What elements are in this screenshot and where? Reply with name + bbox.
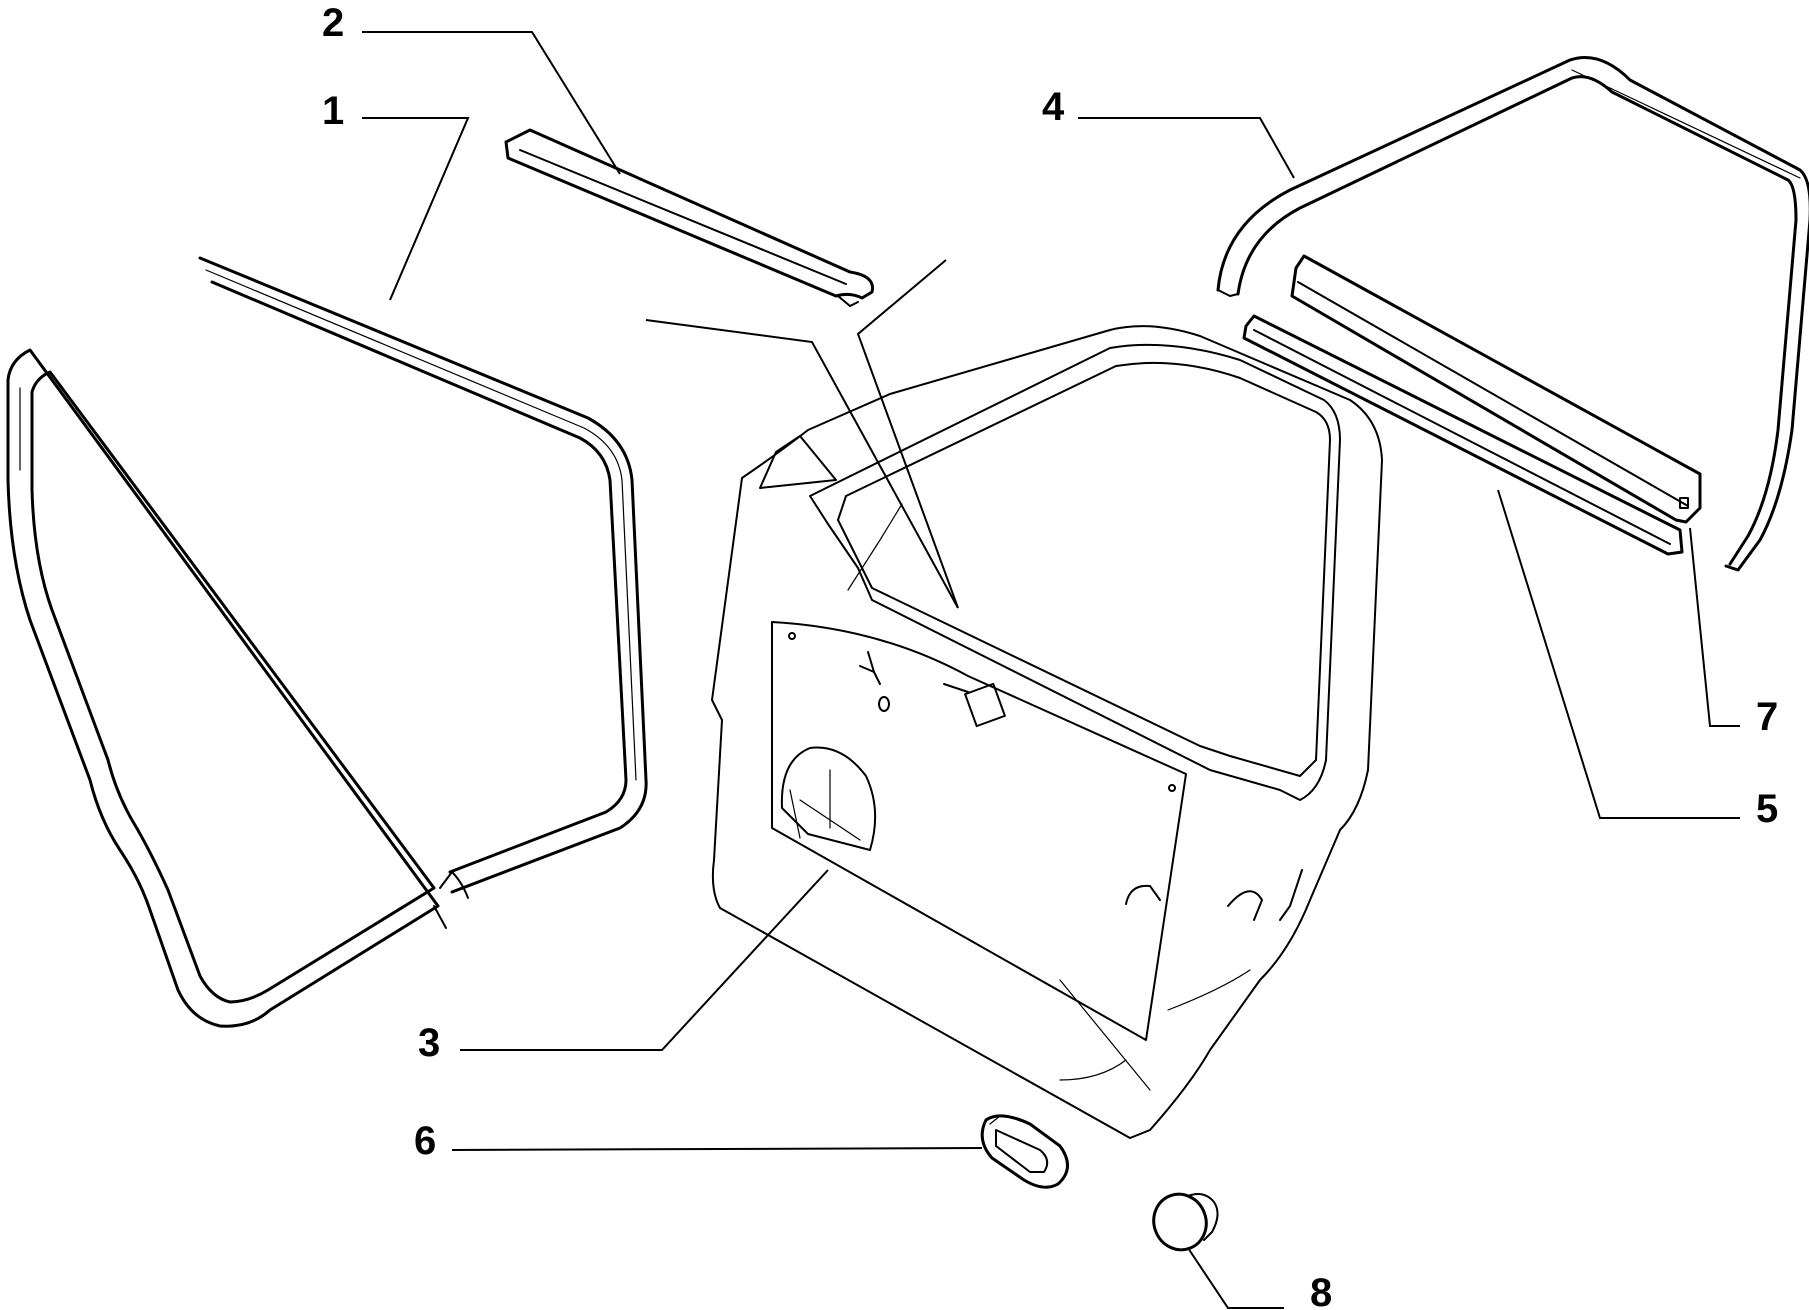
callout-6: 6 (414, 1119, 436, 1163)
callout-7: 7 (1756, 695, 1778, 739)
callout-1: 1 (322, 89, 344, 133)
leader-1 (362, 117, 470, 301)
part-7-belt-strip[interactable] (1290, 254, 1702, 524)
leader-6 (451, 1147, 983, 1151)
leader-2b (645, 319, 959, 609)
part-8-push-clip[interactable] (1146, 1187, 1219, 1257)
leader-7 (1689, 527, 1740, 727)
callout-8: 8 (1310, 1271, 1332, 1310)
leader-lines (362, 31, 1740, 1309)
leader-2 (362, 31, 621, 175)
leader-4 (1078, 117, 1295, 179)
part-2-channel-strip[interactable] (504, 128, 875, 307)
callout-4: 4 (1042, 85, 1065, 129)
part-6-grommet[interactable] (980, 1114, 1069, 1189)
leader-5 (1497, 489, 1740, 819)
part-3-door-panel[interactable] (711, 325, 1383, 1139)
part-5-belt-strip[interactable] (1242, 314, 1684, 556)
leader-2c (856, 259, 959, 609)
callout-labels: 1 2 3 4 5 6 7 8 (322, 1, 1778, 1310)
callout-2: 2 (322, 1, 344, 45)
part-4-window-frame-seal[interactable] (1216, 56, 1809, 572)
callout-5: 5 (1756, 787, 1778, 831)
part-1-door-seal[interactable] (6, 256, 648, 1028)
leader-3 (460, 869, 829, 1051)
callout-3: 3 (418, 1021, 440, 1065)
leader-8 (1187, 1247, 1284, 1309)
